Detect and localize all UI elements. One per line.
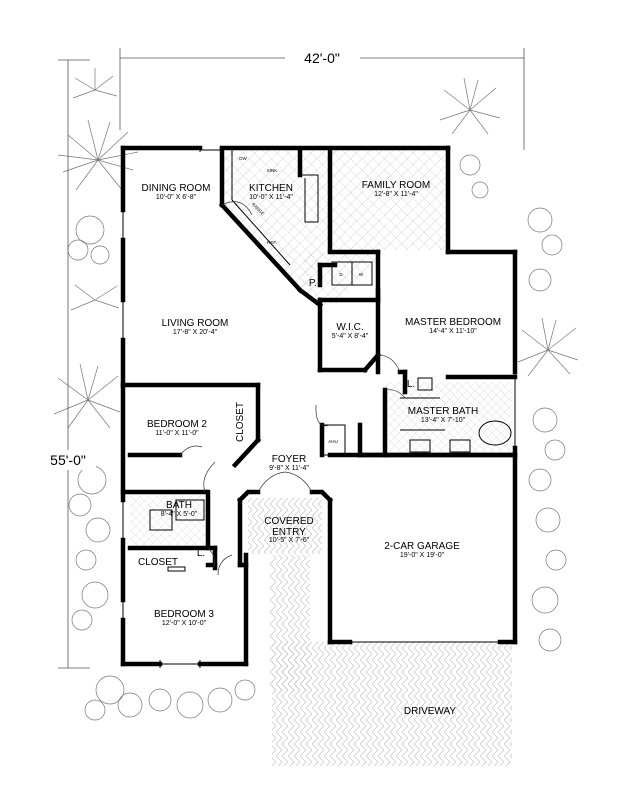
tree-left-top <box>57 68 139 191</box>
living-room-size: 17'-8" X 20'-4" <box>173 329 218 336</box>
shrubs-left <box>67 215 256 721</box>
kitchen-size: 10'-0" X 11'-4" <box>249 194 293 201</box>
bedroom3-size: 12'-0" X 10'-0" <box>162 620 207 627</box>
closet-vertical-label: CLOSET <box>235 402 246 442</box>
bath-name: BATH <box>166 500 192 511</box>
dishwasher-label: DW <box>239 156 247 161</box>
air-handler-label: AHU <box>328 439 338 444</box>
washer-label: W <box>359 272 364 277</box>
pantry-label: P. <box>309 278 317 289</box>
bedroom2-size: 11'-0" X 11'-0" <box>155 430 199 437</box>
bedroom2-name: BEDROOM 2 <box>147 419 207 430</box>
shrubs-right <box>459 154 567 652</box>
width-label: 42'-0" <box>304 50 340 66</box>
covered-entry-name-1: COVERED <box>264 516 313 527</box>
dimension-width: 42'-0" <box>119 48 525 150</box>
details <box>121 146 516 668</box>
depth-label: 55'-0" <box>50 452 86 468</box>
dining-room-size: 10'-0" X 6'-8" <box>156 194 197 201</box>
bedroom3-name: BEDROOM 3 <box>154 609 214 620</box>
family-room-name: FAMILY ROOM <box>362 180 431 191</box>
wic-name: W.I.C. <box>336 322 363 333</box>
master-bath-size: 13'-4" X 7'-10" <box>421 417 466 424</box>
dining-room-name: DINING ROOM <box>142 183 211 194</box>
linen-master-label: L. <box>407 379 415 390</box>
covered-entry-size: 10'-5" X 7'-6" <box>269 537 310 544</box>
refrigerator-label: REF. <box>267 240 277 245</box>
foyer-size: 9'-8" X 11'-4" <box>269 465 309 472</box>
master-bedroom-size: 14'-4" X 11'-10" <box>429 328 477 335</box>
room-labels: DINING ROOM 10'-0" X 6'-8" KITCHEN 10'-0… <box>138 180 501 717</box>
tree-left-mid <box>53 284 121 429</box>
floor-fills <box>130 148 513 766</box>
sink-label: SINK <box>267 168 278 173</box>
garage-name: 2-CAR GARAGE <box>384 541 460 552</box>
door-swings <box>179 201 406 576</box>
closet-horizontal-label: CLOSET <box>138 557 178 568</box>
kitchen-name: KITCHEN <box>249 183 293 194</box>
dimension-depth: 55'-0" <box>40 59 96 669</box>
foyer-name: FOYER <box>272 454 306 465</box>
bath-size: 8'-4" X 5'-0" <box>161 511 198 518</box>
covered-entry-name-2: ENTRY <box>272 527 306 538</box>
tree-right-top <box>439 77 579 377</box>
linen-hall-label: L. <box>197 548 205 559</box>
living-room-name: LIVING ROOM <box>162 318 229 329</box>
family-room-size: 12'-8" X 11'-4" <box>374 191 418 198</box>
dryer-label: D <box>339 272 343 277</box>
master-bedroom-name: MASTER BEDROOM <box>405 317 501 328</box>
wic-size: 5'-4" X 8'-4" <box>332 333 369 340</box>
driveway-label: DRIVEWAY <box>404 706 457 717</box>
master-bath-name: MASTER BATH <box>408 406 478 417</box>
garage-size: 19'-0" X 19'-0" <box>400 552 445 559</box>
